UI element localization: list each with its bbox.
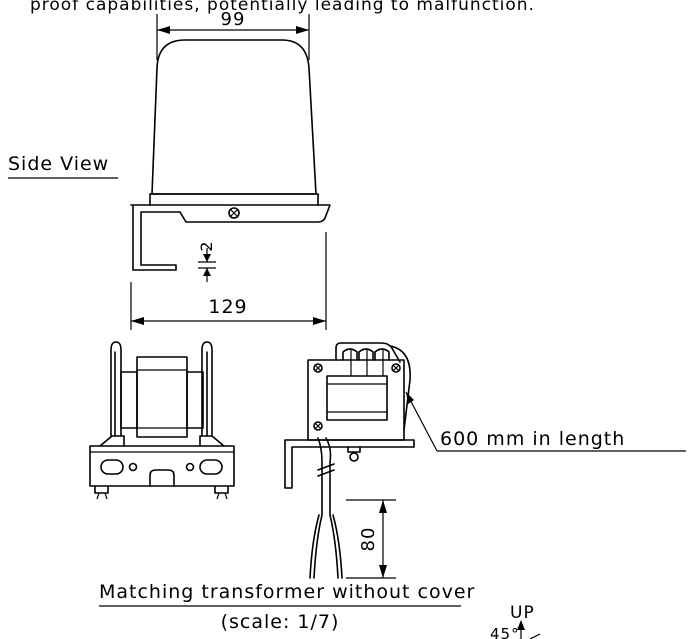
- screw-icon: [313, 421, 323, 431]
- dim-80-label: 80: [358, 527, 379, 552]
- screw-icon: [313, 363, 323, 373]
- dim-2-label: 2: [197, 240, 216, 251]
- dim-99-label: 99: [221, 9, 246, 30]
- mounting-plate: [89, 445, 235, 487]
- screw-icon: [391, 363, 401, 373]
- transformer-caption: Matching transformer without cover: [99, 581, 475, 603]
- side-view: 99 2 12: [8, 9, 331, 330]
- up-label: UP: [510, 603, 535, 623]
- up-arrow-icon: [517, 620, 525, 630]
- base-flange: [130, 204, 331, 271]
- dimension-129: 129: [130, 232, 327, 330]
- scale-label: (scale: 1/7): [221, 611, 340, 633]
- transformer-side-view: 80 600 mm in length: [284, 342, 686, 579]
- dimension-80: 80: [346, 499, 396, 579]
- orientation-indicator: UP 45°: [490, 603, 541, 639]
- cover-dome: [151, 39, 317, 195]
- screw-icon: [228, 207, 240, 219]
- mounting-slot-left: [100, 459, 124, 475]
- dimension-99: 99: [156, 9, 310, 60]
- angle-label: 45°: [490, 625, 520, 639]
- mounting-slot-right: [199, 459, 223, 475]
- header-text: proof capabilities, potentially leading …: [30, 0, 535, 15]
- dim-129-label: 129: [208, 296, 247, 318]
- transformer-front-view: [89, 341, 235, 500]
- cable-length-label: 600 mm in length: [440, 428, 625, 450]
- dimension-2: 2: [197, 240, 216, 282]
- side-view-label: Side View: [8, 153, 109, 175]
- transformer-frame: [307, 359, 405, 441]
